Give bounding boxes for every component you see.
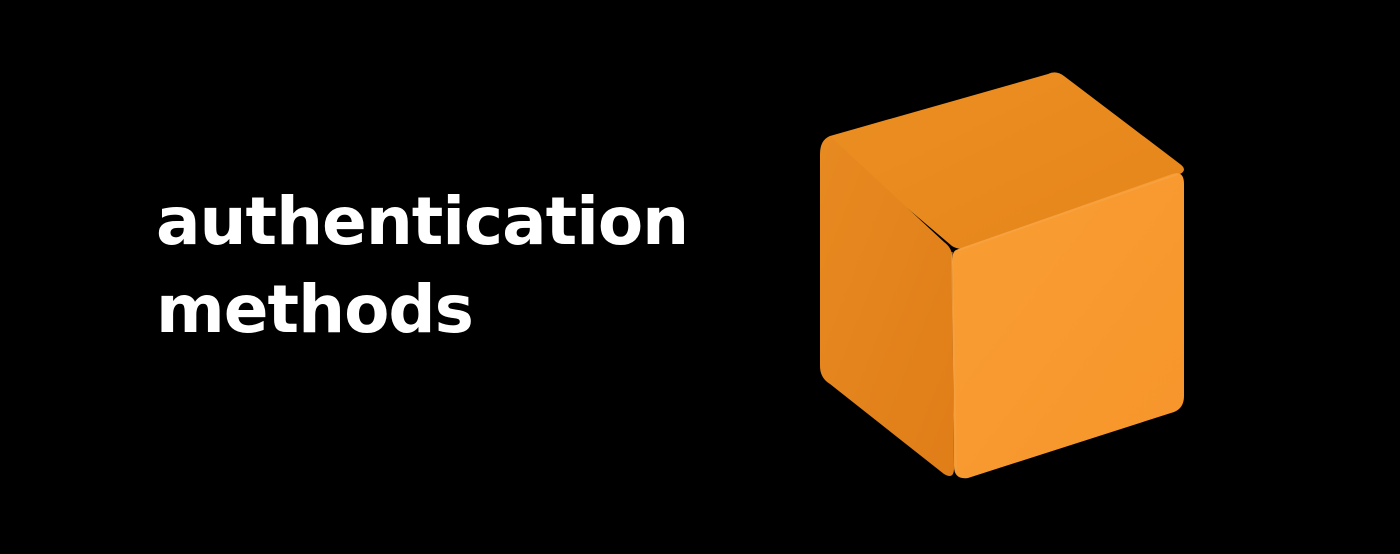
headline: authentication methods [156, 178, 689, 354]
cube-left-face [820, 136, 954, 476]
cube-top-face [827, 72, 1184, 249]
headline-line-1: authentication [156, 183, 689, 260]
headline-line-2: methods [156, 271, 474, 348]
cube-right-face [952, 173, 1184, 479]
orange-cube-icon [820, 72, 1184, 479]
